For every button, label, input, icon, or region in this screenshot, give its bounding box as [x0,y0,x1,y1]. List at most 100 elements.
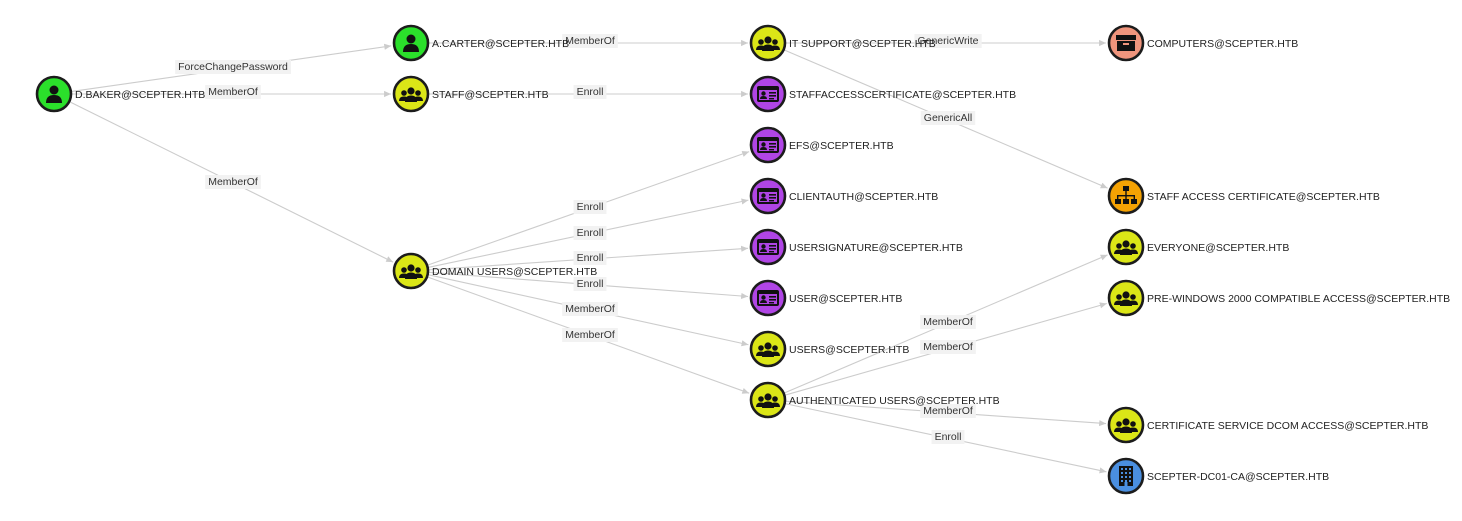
node-label: STAFF ACCESS CERTIFICATE@SCEPTER.HTB [1147,191,1380,203]
node-computers[interactable]: COMPUTERS@SCEPTER.HTB [1107,24,1298,62]
edge-label-background [573,226,607,240]
org-unit-icon [1115,186,1137,204]
edge-label-background [920,340,976,354]
node-label: PRE-WINDOWS 2000 COMPATIBLE ACCESS@SCEPT… [1147,293,1450,305]
node-label: A.CARTER@SCEPTER.HTB [432,38,569,50]
edge-label-text: Enroll [577,227,604,239]
node-label: USER@SCEPTER.HTB [789,293,902,305]
edge-label-background [573,277,607,291]
edge-label-authusers-to-dc01ca: Enroll [931,430,965,444]
node-acarter[interactable]: A.CARTER@SCEPTER.HTB [392,24,569,62]
edge-label-background [573,200,607,214]
node-domainusers[interactable]: DOMAIN USERS@SCEPTER.HTB [392,252,597,290]
edge-label-staff-to-staffaccesscert: Enroll [573,85,607,99]
node-label: D.BAKER@SCEPTER.HTB [75,89,205,101]
edge-label-authusers-to-prewin2000: MemberOf [920,340,976,354]
edge-label-text: MemberOf [565,35,615,47]
node-efs[interactable]: EFS@SCEPTER.HTB [749,126,894,164]
node-authusers[interactable]: AUTHENTICATED USERS@SCEPTER.HTB [749,381,1000,419]
edge-label-domainusers-to-usersignature: Enroll [573,251,607,265]
edge-label-background [205,175,261,189]
group-icon [1114,240,1138,255]
node-staffaccessou[interactable]: STAFF ACCESS CERTIFICATE@SCEPTER.HTB [1107,177,1380,215]
node-label: EVERYONE@SCEPTER.HTB [1147,242,1289,254]
node-label: CERTIFICATE SERVICE DCOM ACCESS@SCEPTER.… [1147,420,1428,432]
edge-label-text: GenericWrite [917,35,978,47]
edge-label-text: Enroll [577,201,604,213]
edge-label-background [920,111,976,125]
id-card-icon [757,188,779,204]
node-clientauth[interactable]: CLIENTAUTH@SCEPTER.HTB [749,177,938,215]
node-label: IT SUPPORT@SCEPTER.HTB [789,38,936,50]
id-card-icon [757,137,779,153]
edge-label-background [914,34,982,48]
edge-label-background [562,34,618,48]
node-users[interactable]: USERS@SCEPTER.HTB [749,330,909,368]
node-dc01ca[interactable]: SCEPTER-DC01-CA@SCEPTER.HTB [1107,457,1329,495]
edge-label-text: MemberOf [208,86,258,98]
edge-label-itsupport-to-computers: GenericWrite [914,34,982,48]
edge-label-text: MemberOf [208,176,258,188]
node-user[interactable]: USER@SCEPTER.HTB [749,279,902,317]
building-icon [1119,466,1133,486]
node-label: COMPUTERS@SCEPTER.HTB [1147,38,1298,50]
node-label: SCEPTER-DC01-CA@SCEPTER.HTB [1147,471,1329,483]
edge-label-dbaker-to-acarter: ForceChangePassword [175,60,292,74]
edge-label-text: MemberOf [923,341,973,353]
edge-label-background [573,251,607,265]
edge-label-domainusers-to-users: MemberOf [562,302,618,316]
node-label: CLIENTAUTH@SCEPTER.HTB [789,191,938,203]
edge-label-background [562,302,618,316]
edge-label-domainusers-to-efs: Enroll [573,200,607,214]
node-prewin2000[interactable]: PRE-WINDOWS 2000 COMPATIBLE ACCESS@SCEPT… [1107,279,1450,317]
container-box-icon [1116,35,1136,51]
edge-label-text: ForceChangePassword [178,61,288,73]
edge-label-text: Enroll [935,431,962,443]
edge-label-text: MemberOf [565,329,615,341]
edge-label-text: Enroll [577,252,604,264]
node-staff[interactable]: STAFF@SCEPTER.HTB [392,75,549,113]
group-icon [756,36,780,51]
nodes-layer: D.BAKER@SCEPTER.HTB A.CARTER@SCEPTER.HTB S… [35,24,1450,495]
edge-label-authusers-to-certdcom: MemberOf [920,404,976,418]
node-certdcom[interactable]: CERTIFICATE SERVICE DCOM ACCESS@SCEPTER.… [1107,406,1428,444]
edge-label-background [562,328,618,342]
id-card-icon [757,290,779,306]
edge-label-itsupport-to-staffaccessou: GenericAll [920,111,976,125]
edge-label-authusers-to-everyone: MemberOf [920,315,976,329]
node-everyone[interactable]: EVERYONE@SCEPTER.HTB [1107,228,1289,266]
edge-label-dbaker-to-domainusers: MemberOf [205,175,261,189]
edge-labels-layer: ForceChangePasswordMemberOfMemberOfMembe… [175,34,982,444]
group-icon [399,87,423,102]
edge-label-text: Enroll [577,278,604,290]
edge-label-text: MemberOf [923,405,973,417]
node-staffaccesscert[interactable]: STAFFACCESSCERTIFICATE@SCEPTER.HTB [749,75,1016,113]
node-usersignature[interactable]: USERSIGNATURE@SCEPTER.HTB [749,228,963,266]
group-icon [399,264,423,279]
user-icon [403,34,419,52]
node-label: USERS@SCEPTER.HTB [789,344,909,356]
node-label: AUTHENTICATED USERS@SCEPTER.HTB [789,395,1000,407]
edge-label-background [175,60,292,74]
edge-label-dbaker-to-staff: MemberOf [205,85,261,99]
edge-label-background [205,85,261,99]
edge-label-text: MemberOf [923,316,973,328]
edge-label-background [920,315,976,329]
node-label: STAFF@SCEPTER.HTB [432,89,549,101]
node-itsupport[interactable]: IT SUPPORT@SCEPTER.HTB [749,24,936,62]
group-icon [756,342,780,357]
node-label: DOMAIN USERS@SCEPTER.HTB [432,266,597,278]
edge-label-acarter-to-itsupport: MemberOf [562,34,618,48]
user-icon [46,85,62,103]
id-card-icon [757,86,779,102]
node-dbaker[interactable]: D.BAKER@SCEPTER.HTB [35,75,205,113]
edge-label-domainusers-to-authusers: MemberOf [562,328,618,342]
node-label: USERSIGNATURE@SCEPTER.HTB [789,242,963,254]
edge-label-domainusers-to-user: Enroll [573,277,607,291]
id-card-icon [757,239,779,255]
group-icon [1114,418,1138,433]
edge-label-text: Enroll [577,86,604,98]
edge-label-text: GenericAll [924,112,972,124]
edge-label-domainusers-to-clientauth: Enroll [573,226,607,240]
